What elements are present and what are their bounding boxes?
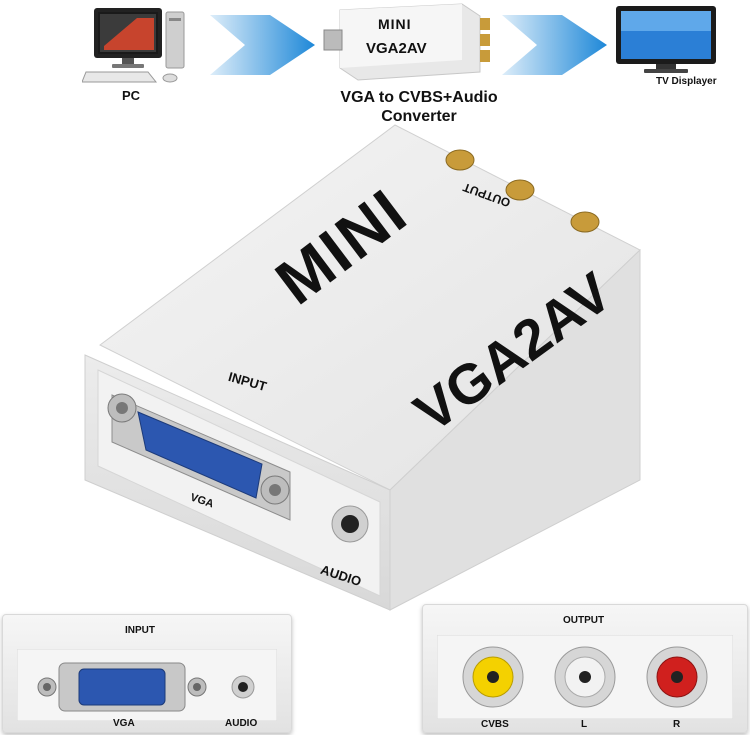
tv-icon	[616, 6, 716, 73]
converter-thumbnail	[323, 3, 490, 81]
output-panel-cvbs-label: CVBS	[481, 719, 509, 730]
pc-illustration	[81, 6, 192, 84]
input-panel-vga-label: VGA	[113, 718, 135, 729]
converter-thumb-brand: MINI	[378, 16, 412, 32]
device-body	[84, 124, 641, 611]
rca-cvbs-jack	[462, 646, 524, 708]
main-product-image: OUTPUT MINI VGA2AV INPUT VGA AUDIO	[0, 120, 750, 615]
tv-label: TV Displayer	[656, 76, 717, 87]
rca-l-jack	[554, 646, 616, 708]
input-panel-title: INPUT	[125, 625, 155, 636]
converter-caption: VGA to CVBS+Audio Converter	[294, 88, 544, 126]
vga-connector	[107, 393, 291, 521]
rca-r-jack	[646, 646, 708, 708]
output-closeup-panel: OUTPUT CVBS L R	[422, 604, 748, 733]
arrow-right-icon	[210, 15, 315, 75]
output-panel-r-label: R	[673, 719, 681, 730]
pc-label: PC	[122, 88, 141, 103]
output-panel-ports	[437, 635, 733, 719]
converter-illustration: MINI VGA2AV	[322, 2, 494, 86]
output-panel-title: OUTPUT	[563, 615, 605, 626]
output-panel-l-label: L	[581, 719, 588, 730]
audio-jack	[331, 505, 369, 543]
input-closeup-panel: INPUT VGA AUDIO	[2, 614, 292, 733]
arrow-right-icon-2	[502, 15, 607, 75]
input-panel-ports	[17, 649, 277, 721]
tv-illustration	[612, 4, 722, 76]
output-jacks	[445, 149, 600, 233]
converter-caption-line2: Converter	[381, 108, 457, 125]
input-panel-audio-label: AUDIO	[225, 718, 258, 729]
converter-caption-line1: VGA to CVBS+Audio	[340, 89, 498, 106]
converter-thumb-model: VGA2AV	[366, 40, 427, 57]
pc-icon	[81, 8, 185, 83]
